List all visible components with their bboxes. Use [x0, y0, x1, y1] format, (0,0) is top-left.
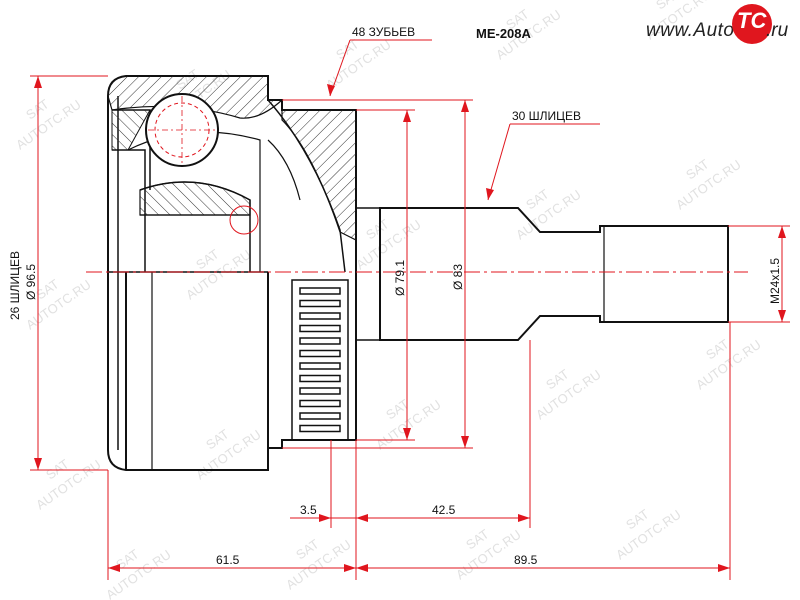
dimension-lines	[30, 39, 790, 580]
abs-tooth	[299, 387, 341, 395]
abs-tooth	[299, 412, 341, 420]
dim-ring-outer-diameter: Ø 83	[451, 264, 465, 290]
dim-offset: 3.5	[300, 503, 317, 517]
teeth-callout: 48 ЗУБЬЕВ	[352, 25, 415, 39]
abs-tooth	[299, 374, 341, 383]
inner-splines-callout: 26 ШЛИЦЕВ	[8, 251, 22, 320]
abs-tooth	[299, 312, 341, 320]
logo-suffix: .ru	[766, 20, 789, 41]
dim-body-length: 61.5	[216, 553, 240, 567]
section-hatching	[107, 75, 357, 241]
dim-ring-diameter: Ø 79.1	[393, 260, 407, 296]
logo-emblem-circle	[732, 4, 772, 44]
dim-shaft-length: 42.5	[432, 503, 456, 517]
part-code: ME-208A	[476, 26, 532, 41]
abs-tooth	[299, 424, 341, 433]
outer-splines-callout: 30 ШЛИЦЕВ	[512, 109, 581, 123]
abs-tooth	[299, 362, 341, 370]
autotc-logo[interactable]: www.Auto TC .ru	[640, 4, 795, 52]
dim-body-diameter: Ø 96.5	[24, 264, 38, 300]
dim-stub-length: 89.5	[514, 553, 538, 567]
logo-prefix: www.Auto	[646, 20, 735, 41]
abs-tooth	[299, 299, 341, 308]
abs-tooth	[299, 287, 341, 295]
logo-emblem-text: TC	[737, 8, 767, 33]
abs-tooth	[299, 399, 341, 408]
dimension-arrows	[34, 76, 786, 572]
dim-thread: M24x1.5	[768, 258, 782, 304]
abs-tooth	[299, 337, 341, 345]
abs-tooth	[299, 324, 341, 333]
abs-ring-teeth	[299, 287, 341, 433]
detail-circle	[229, 205, 259, 235]
abs-tooth	[299, 349, 341, 358]
ball	[145, 93, 219, 167]
